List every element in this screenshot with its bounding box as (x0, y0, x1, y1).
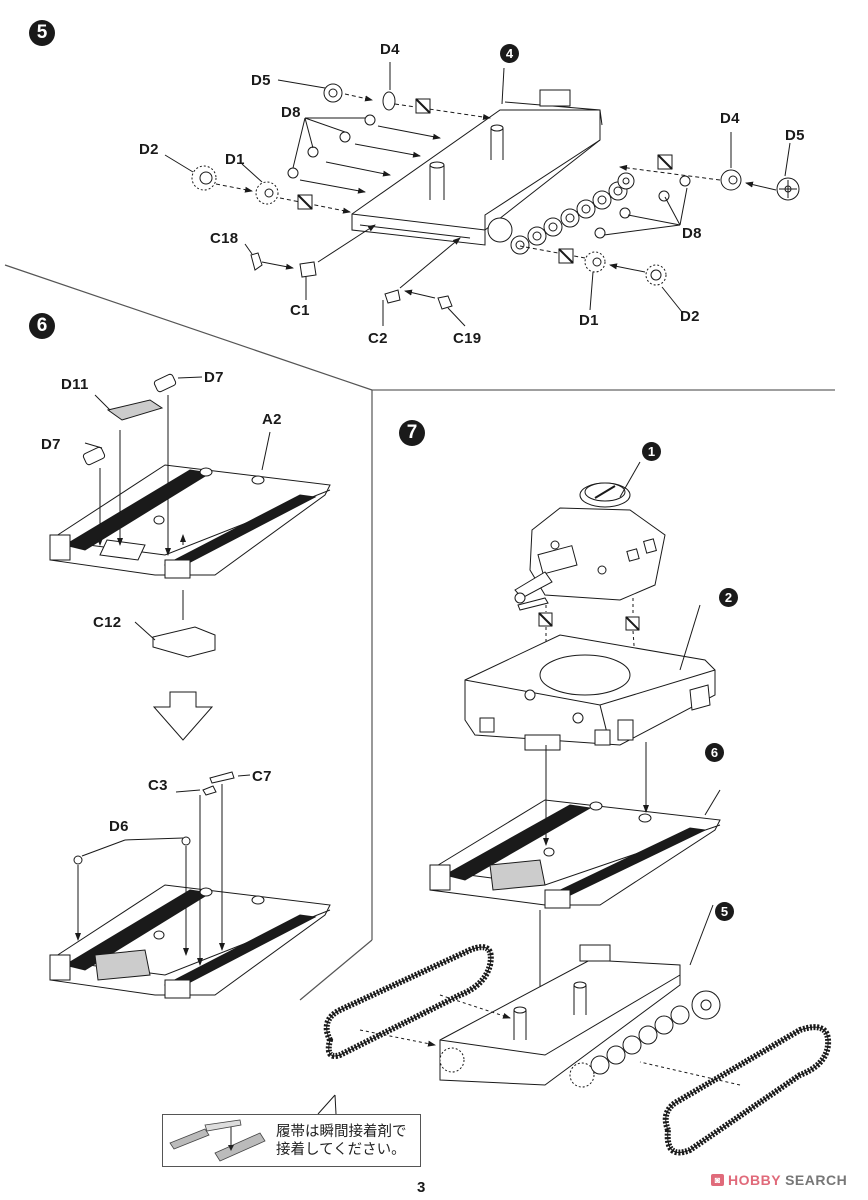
part-label-c2: C2 (368, 330, 388, 347)
step6-upper-arrows (84, 376, 271, 641)
part-label-d2-left: D2 (139, 141, 159, 158)
part-label-d11: D11 (61, 376, 89, 393)
part-label-d2-right: D2 (680, 308, 700, 325)
part-label-c1: C1 (290, 302, 310, 319)
track-link-illustration (169, 1119, 266, 1162)
subassembly-ref-2: 2 (719, 588, 738, 607)
part-label-c3: C3 (148, 777, 168, 794)
watermark-brand-hobby: HOBBY (728, 1172, 782, 1188)
no-glue-symbols (297, 98, 673, 631)
track-right-drawing (662, 1024, 832, 1156)
watermark-brand-search: SEARCH (785, 1172, 848, 1188)
track-left-drawing (323, 944, 494, 1059)
page-number: 3 (417, 1179, 426, 1196)
part-label-d8-right: D8 (682, 225, 702, 242)
step7-superstructure-drawing (464, 634, 716, 751)
part-label-d7-left: D7 (41, 436, 61, 453)
part-label-d4-right: D4 (720, 110, 740, 127)
hobby-search-watermark: ◙ HOBBY SEARCH (711, 1172, 847, 1188)
step7-turret-drawing (514, 482, 666, 611)
divider-step5-step6 (4, 264, 373, 391)
part-label-d5-left: D5 (251, 72, 271, 89)
subassembly-ref-5: 5 (715, 902, 734, 921)
part-label-d1-left: D1 (225, 151, 245, 168)
track-arrows (317, 994, 741, 1115)
part-label-c19: C19 (453, 330, 482, 347)
step6-lower-arrows (75, 774, 251, 966)
subassembly-ref-4: 4 (500, 44, 519, 63)
part-label-c18: C18 (210, 230, 239, 247)
part-label-c7: C7 (252, 768, 272, 785)
part-label-d6: D6 (109, 818, 129, 835)
subassembly-ref-1: 1 (642, 442, 661, 461)
part-label-d5-right: D5 (785, 127, 805, 144)
step-6-badge: 6 (29, 313, 55, 339)
step6-lower-hull-drawing (49, 771, 331, 999)
part-label-d4-left: D4 (380, 41, 400, 58)
divider-step6-step7-diag (299, 939, 373, 1001)
step7-upper-arrows (537, 604, 721, 1066)
part-label-c12: C12 (93, 614, 122, 631)
step7-lower-hull-drawing (439, 944, 721, 1088)
note-text: 履帯は瞬間接着剤で 接着してください。 (276, 1124, 407, 1158)
part-label-d8-left: D8 (281, 104, 301, 121)
step5-hull-drawing (164, 62, 800, 327)
subassembly-ref-6: 6 (705, 743, 724, 762)
step7-step6-assembly-drawing (429, 799, 721, 909)
step6-transition-arrow (152, 691, 214, 741)
step-5-badge: 5 (29, 20, 55, 46)
step-7-badge: 7 (399, 420, 425, 446)
part-label-d7-top: D7 (204, 369, 224, 386)
part-label-a2: A2 (262, 411, 282, 428)
track-glue-note: 履帯は瞬間接着剤で 接着してください。 (162, 1114, 421, 1167)
hobby-search-logo-icon: ◙ (711, 1174, 724, 1186)
step7-turret-arrows (543, 461, 641, 689)
part-label-d1-right: D1 (579, 312, 599, 329)
step6-upper-hull-drawing (49, 373, 331, 658)
